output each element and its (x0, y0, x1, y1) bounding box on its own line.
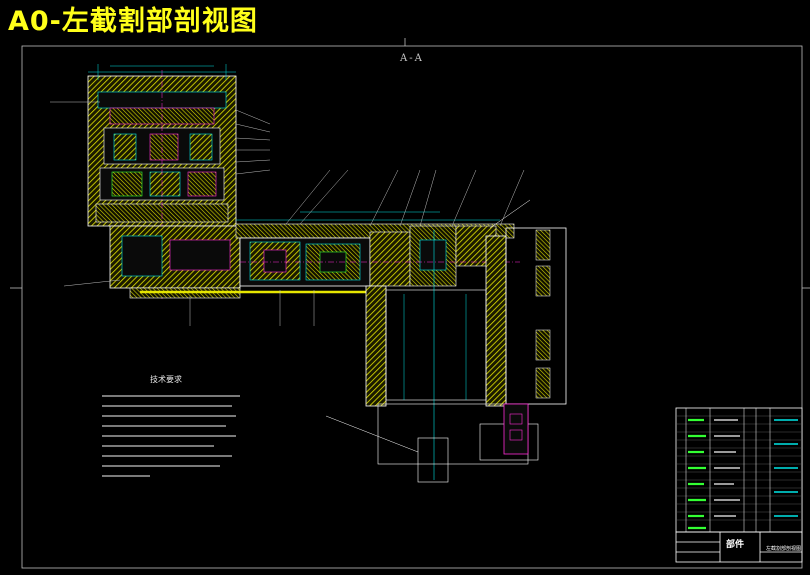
title-block (675, 531, 803, 563)
drum-body-section (325, 199, 567, 483)
drawing-title: A0-左截割部剖视图 (8, 6, 258, 37)
section-view-label: A-A (400, 53, 424, 64)
tech-requirements-title: 技术要求 (150, 375, 182, 384)
tech-requirements-lines (102, 395, 240, 477)
transmission-arm-section (140, 211, 520, 294)
leader-lines (50, 101, 525, 326)
parts-list-table (675, 407, 803, 533)
title-block-sub-text: 左截割部剖视图 (766, 546, 802, 552)
upper-gearbox-section (87, 64, 237, 300)
lower-left-shaft-section (109, 225, 241, 299)
title-block-main-text: 部件 (726, 540, 745, 550)
drawing-frame (10, 38, 810, 569)
